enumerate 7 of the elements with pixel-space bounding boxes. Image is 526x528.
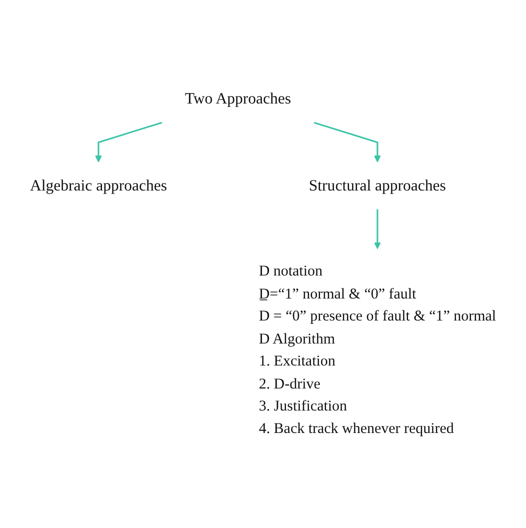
node-text: D notation D̲=“1” normal & “0” fault D = “0” presence of fault & “1” normal D Algorithm 1. Excitation 2. D-drive 3. Justification 4. Back track whenever required: [258, 263, 496, 438]
arrow: [95, 122, 162, 163]
node-text: Two Approaches: [184, 90, 292, 108]
arrow: [314, 122, 381, 163]
arrow: [374, 210, 381, 250]
node-text: Algebraic approaches: [30, 177, 167, 195]
node-text: Structural approaches: [308, 177, 446, 195]
